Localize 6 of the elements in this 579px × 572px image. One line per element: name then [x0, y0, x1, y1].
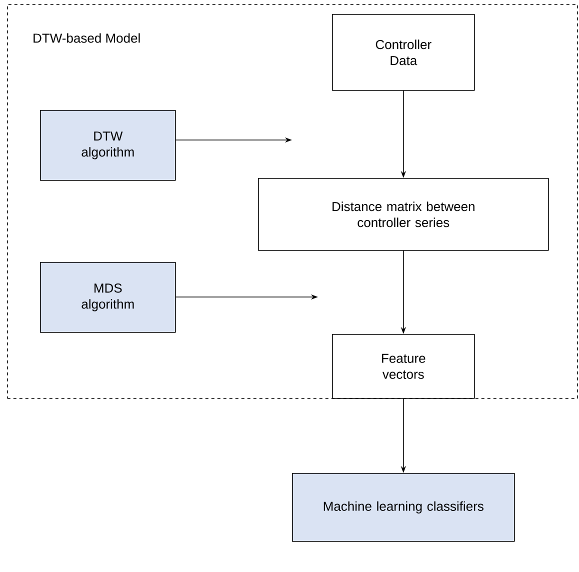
process-box: Controller Data [332, 14, 475, 91]
input-box: DTW algorithm [40, 110, 176, 181]
process-box: Feature vectors [332, 334, 475, 399]
input-box: MDS algorithm [40, 262, 176, 333]
process-box: Distance matrix between controller series [258, 178, 549, 251]
input-box: Machine learning classifiers [292, 473, 515, 542]
